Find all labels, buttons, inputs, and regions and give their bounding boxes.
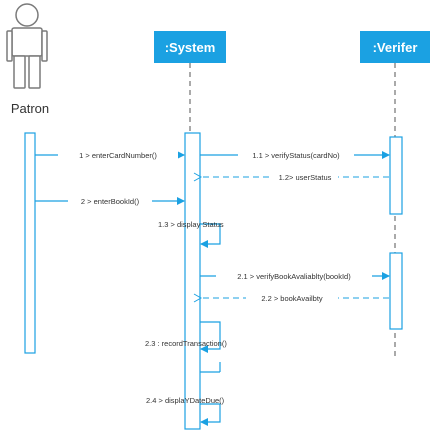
message-2-2-label: 2.2 > bookAvailbty (261, 294, 323, 303)
system-activation (184, 132, 201, 430)
patron-label: Patron (11, 101, 49, 116)
patron-torso (11, 27, 43, 57)
verifier-activation-1 (389, 136, 403, 215)
patron-right-arm (41, 30, 48, 62)
message-2-label: 2 > enterBookId() (81, 197, 140, 206)
patron-head (15, 3, 39, 27)
patron-right-leg (28, 55, 41, 89)
patron-left-leg (13, 55, 26, 89)
verifier-activation-2 (389, 252, 403, 330)
message-2-1-label: 2.1 > verifyBookAvaliablty(bookId) (237, 272, 351, 281)
message-1-1-label-bg (238, 149, 354, 161)
message-1-1-label: 1.1 > verifyStatus(cardNo) (252, 151, 340, 160)
patron-left-arm (6, 30, 13, 62)
verifier-header-box (360, 31, 430, 63)
system-object: :System (154, 31, 226, 63)
message-1-label: 1 > enterCardNumber() (79, 151, 157, 160)
message-2-label-bg (68, 195, 152, 207)
system-header-box (154, 31, 226, 63)
patron-activation (24, 132, 36, 354)
message-2-3-label: 2.3 : recordTransaction() (145, 339, 227, 348)
message-1-3-label: 1.3 > display Status (158, 220, 224, 229)
message-2-4-label: 2.4 > displaYDateDue() (146, 396, 225, 405)
verifier-header-label: :Verifer (373, 40, 418, 55)
message-1-label-bg (58, 149, 178, 161)
message-2-1-label-bg (216, 270, 372, 282)
system-header-label: :System (165, 40, 216, 55)
patron-actor (6, 3, 48, 89)
verifier-object: :Verifer (360, 31, 430, 63)
message-2-2-label-bg (246, 292, 338, 304)
message-1-2-label: 1.2> userStatus (279, 173, 332, 182)
message-1-2-label-bg (272, 171, 338, 183)
message-1-3-selfcall (200, 223, 221, 248)
message-2-4-selfcall (200, 403, 221, 426)
message-2-3-selfcall (200, 321, 221, 353)
